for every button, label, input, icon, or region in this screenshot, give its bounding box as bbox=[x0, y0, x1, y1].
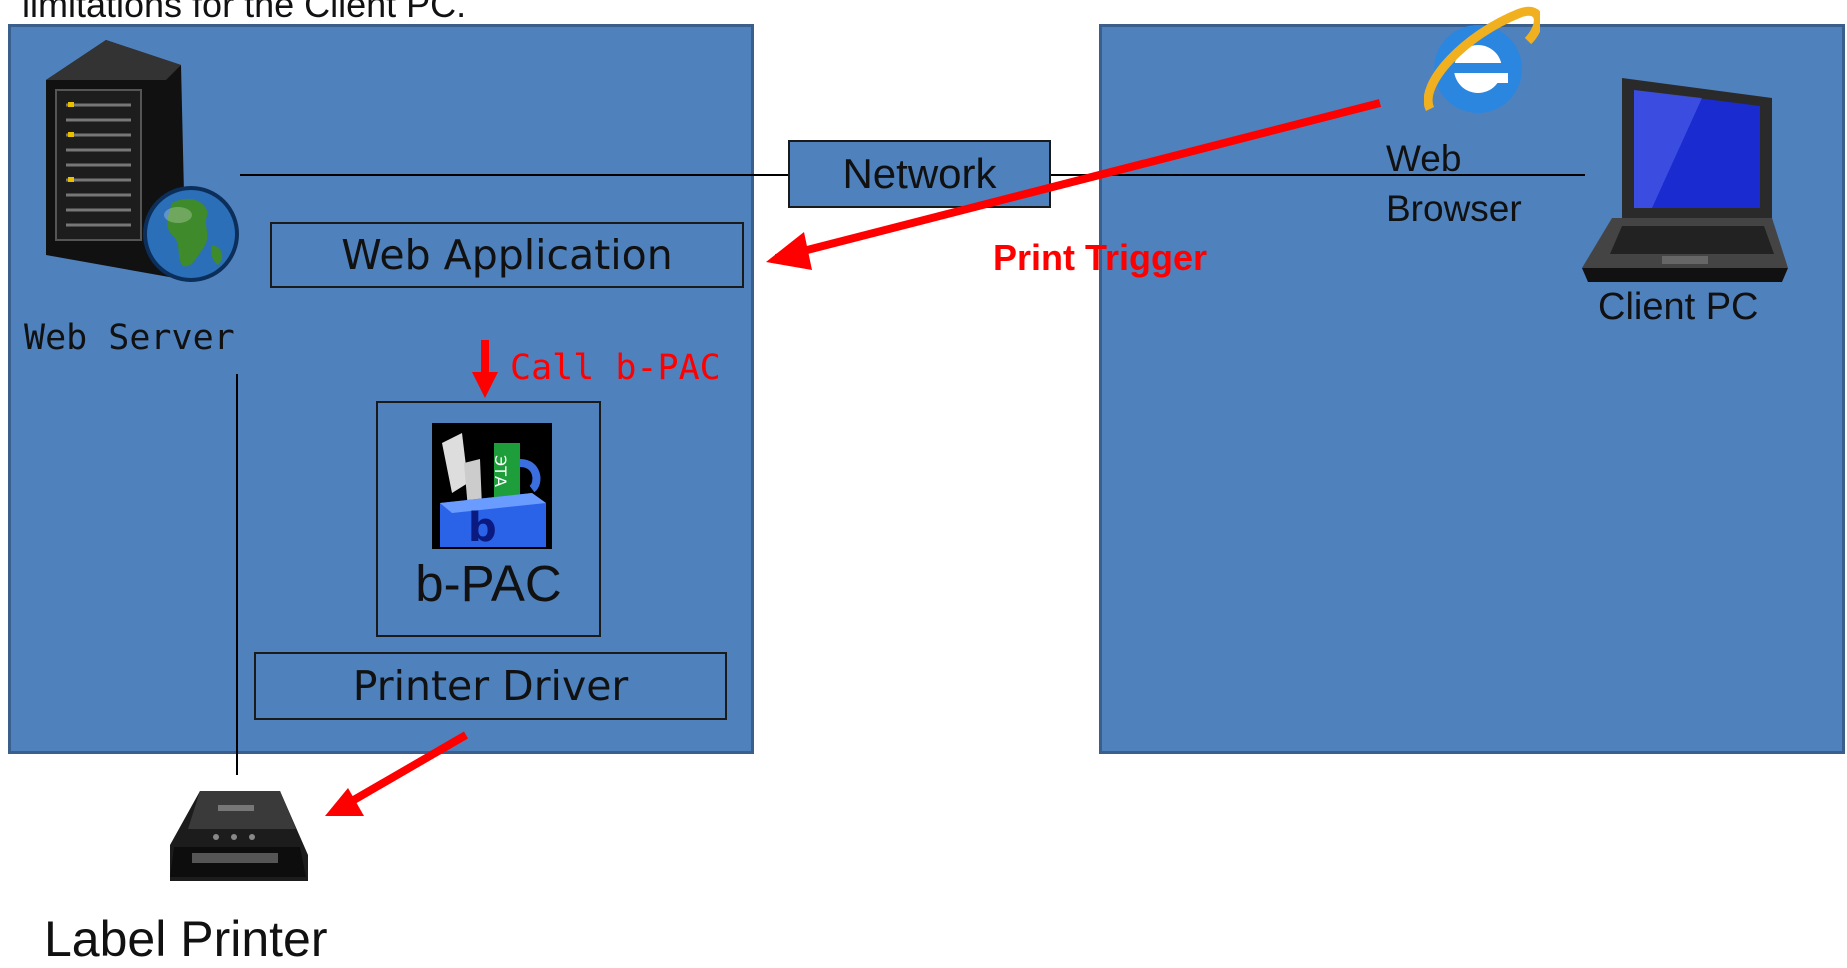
web-application-label: Web Application bbox=[341, 231, 673, 279]
print-trigger-label: Print Trigger bbox=[993, 237, 1208, 278]
web-browser-label-line1: Web bbox=[1386, 138, 1462, 179]
bpac-box: b-PAC bbox=[376, 401, 601, 637]
driver-to-printer-arrowhead bbox=[325, 788, 364, 816]
globe-icon bbox=[142, 185, 240, 283]
printer-driver-box: Printer Driver bbox=[254, 652, 727, 720]
bpac-icon-side-text: ЭТА bbox=[491, 455, 510, 487]
ie-browser-icon bbox=[1423, 5, 1543, 123]
call-bpac-label: Call b-PAC bbox=[510, 348, 721, 388]
print-trigger-arrowhead bbox=[766, 232, 812, 270]
label-printer-label: Label Printer bbox=[44, 911, 328, 967]
top-caption: limitations for the Client PC. bbox=[22, 0, 467, 25]
network-label: Network bbox=[842, 150, 997, 197]
bpac-icon-letter: b bbox=[468, 505, 497, 549]
network-box: Network bbox=[788, 140, 1051, 208]
web-browser-label-line2: Browser bbox=[1386, 188, 1522, 229]
label-printer-icon bbox=[160, 785, 314, 895]
print-trigger-arrow bbox=[775, 99, 1381, 262]
down-arrow-icon bbox=[472, 340, 498, 398]
web-application-box: Web Application bbox=[270, 222, 744, 288]
web-server-label: Web Server bbox=[24, 318, 235, 358]
client-pc-label: Client PC bbox=[1598, 286, 1759, 328]
driver-to-printer-arrow bbox=[337, 731, 469, 812]
laptop-icon bbox=[1582, 68, 1788, 283]
bpac-icon: ЭТА b bbox=[432, 423, 552, 551]
bpac-label: b-PAC bbox=[415, 555, 562, 612]
printer-driver-label: Printer Driver bbox=[352, 662, 629, 710]
